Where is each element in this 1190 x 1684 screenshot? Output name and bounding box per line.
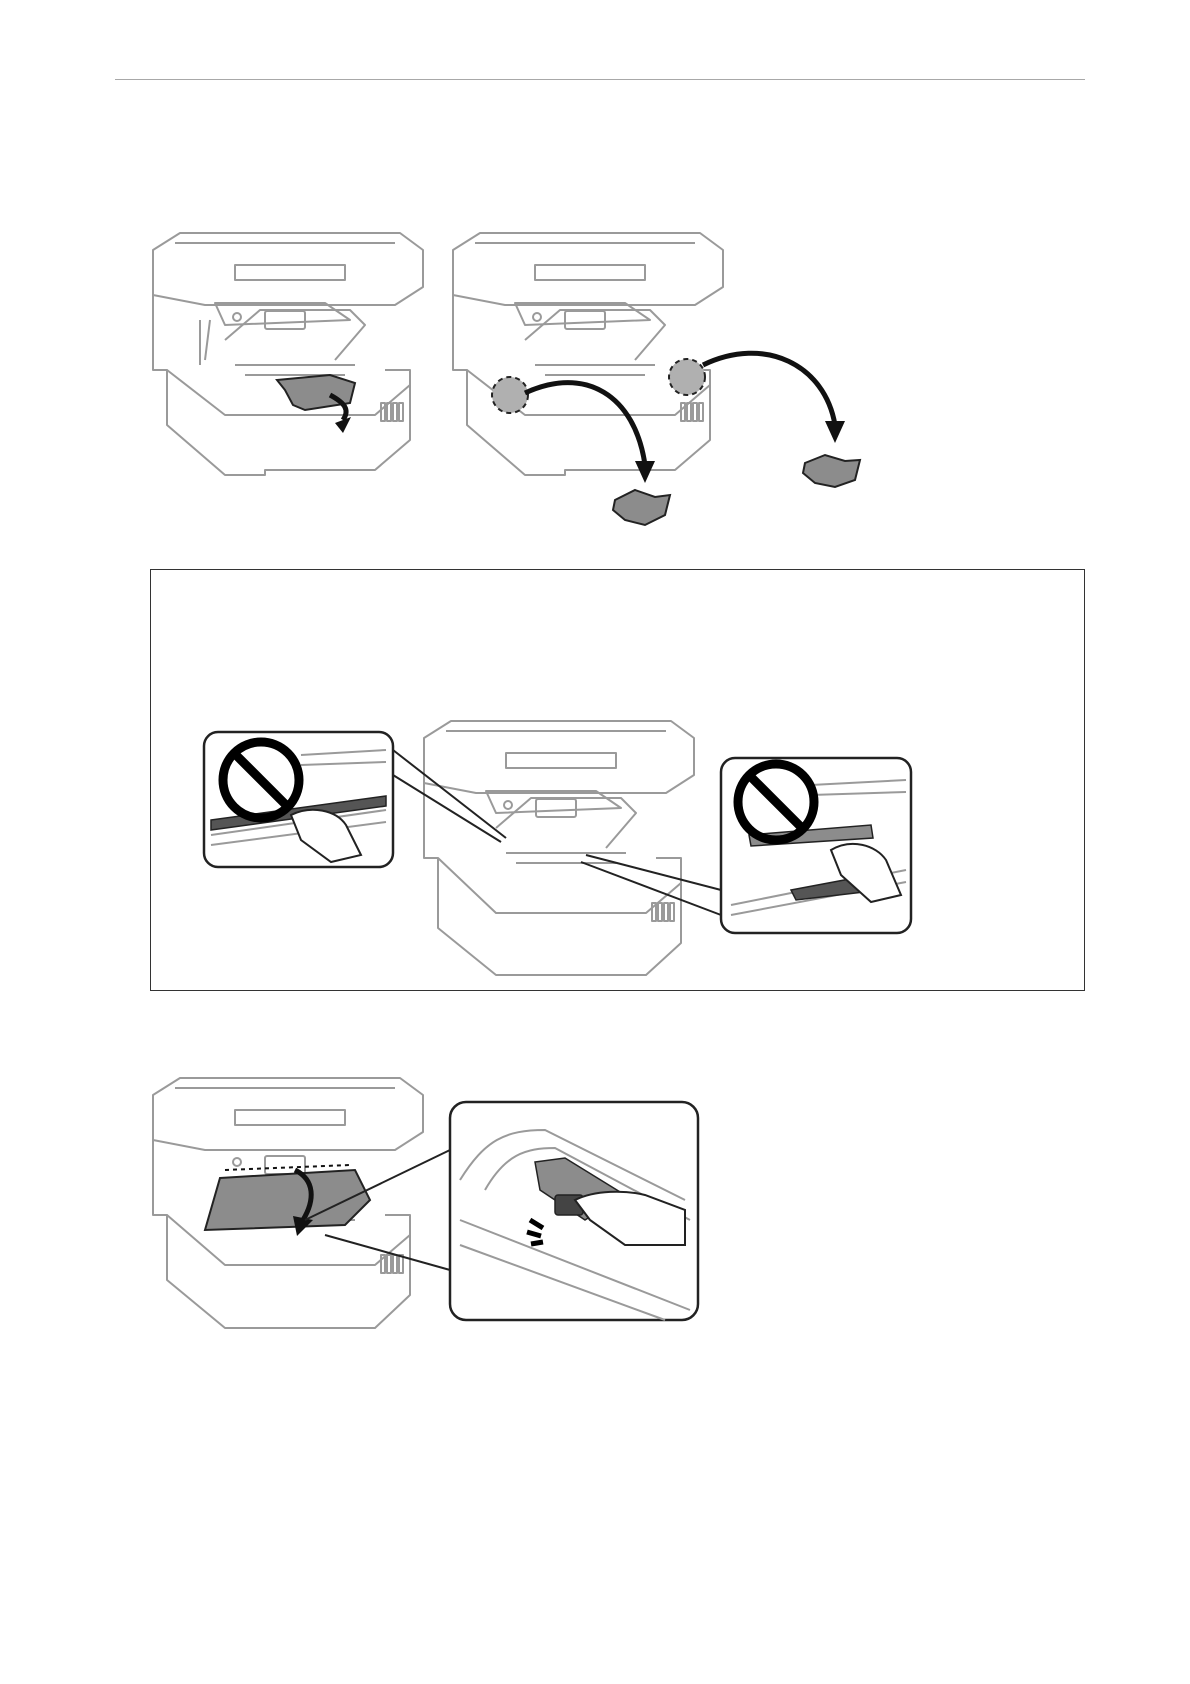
important-notice-box xyxy=(150,569,1085,991)
figure-remove-jammed-paper xyxy=(145,225,885,540)
printer-open-paper-jam-illustration xyxy=(145,225,885,540)
figure-close-scanner-unit xyxy=(145,1070,705,1355)
printer-close-scanner-illustration xyxy=(145,1070,705,1355)
printer-prohibited-touch-illustration xyxy=(151,570,1086,992)
header-divider xyxy=(115,79,1085,80)
